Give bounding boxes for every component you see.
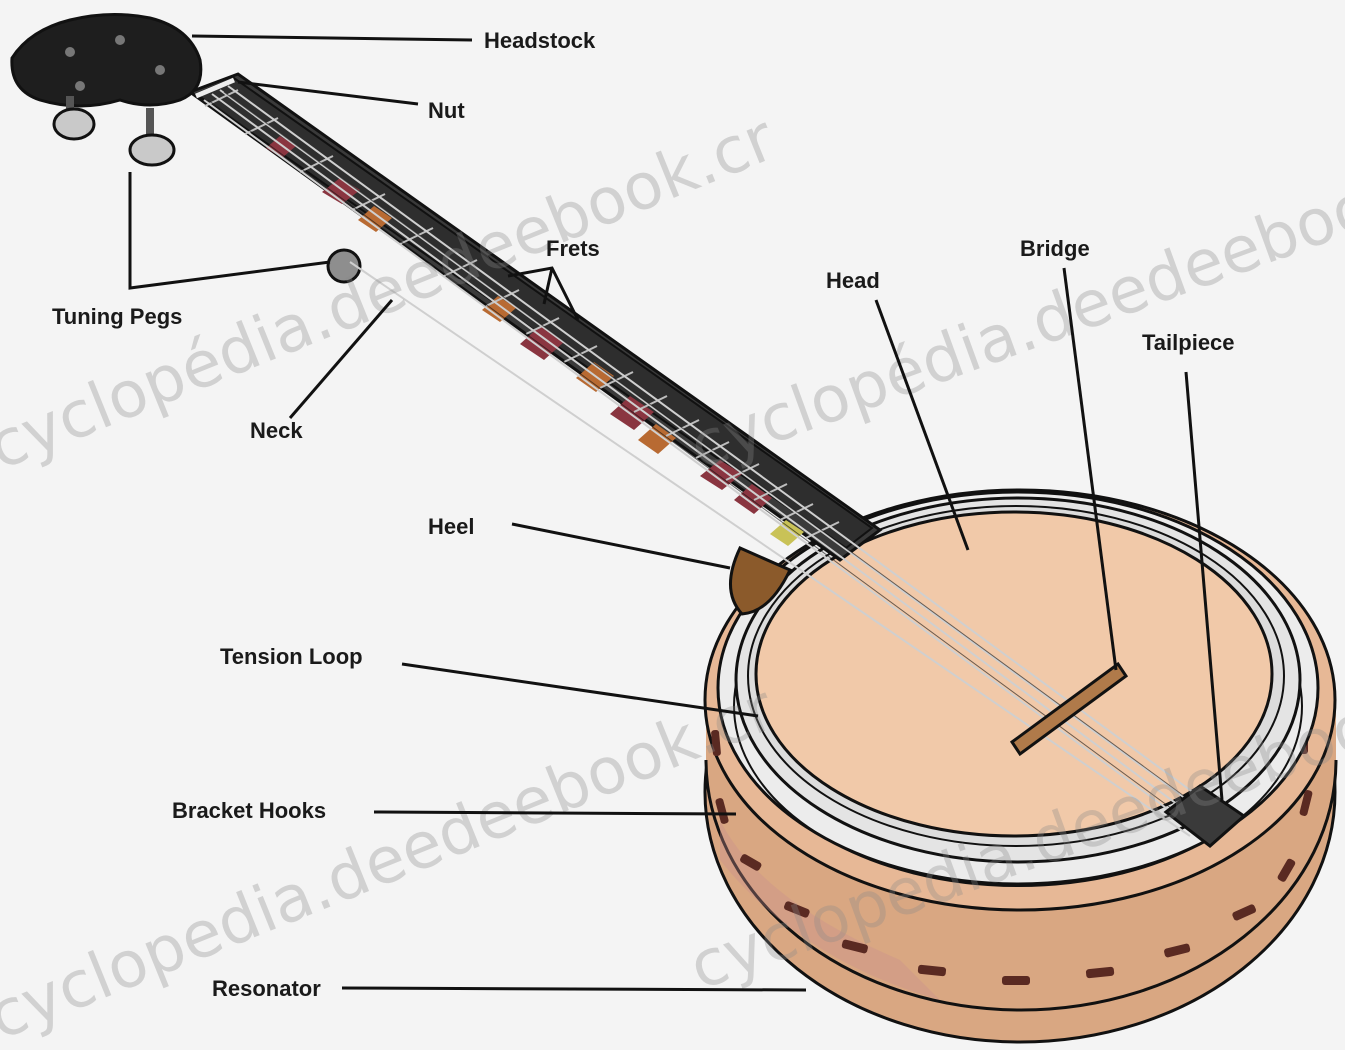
svg-text:cyclopedia.deedeebook.cr: cyclopedia.deedeebook.cr bbox=[0, 671, 785, 1050]
label-bracket-hooks: Bracket Hooks bbox=[172, 798, 326, 823]
label-tailpiece: Tailpiece bbox=[1142, 330, 1235, 355]
label-headstock: Headstock bbox=[484, 28, 596, 53]
label-frets: Frets bbox=[546, 236, 600, 261]
label-tension-loop: Tension Loop bbox=[220, 644, 363, 669]
svg-text:cyclopédia.deedeebook.c: cyclopédia.deedeebook.c bbox=[680, 137, 1345, 485]
label-heel: Heel bbox=[428, 514, 474, 539]
label-head: Head bbox=[826, 268, 880, 293]
label-neck: Neck bbox=[250, 418, 303, 443]
label-resonator: Resonator bbox=[212, 976, 321, 1001]
label-bridge: Bridge bbox=[1020, 236, 1090, 261]
headstock bbox=[12, 14, 201, 165]
label-tuning-pegs: Tuning Pegs bbox=[52, 304, 182, 329]
label-nut: Nut bbox=[428, 98, 465, 123]
tuning-pegs bbox=[54, 96, 174, 165]
